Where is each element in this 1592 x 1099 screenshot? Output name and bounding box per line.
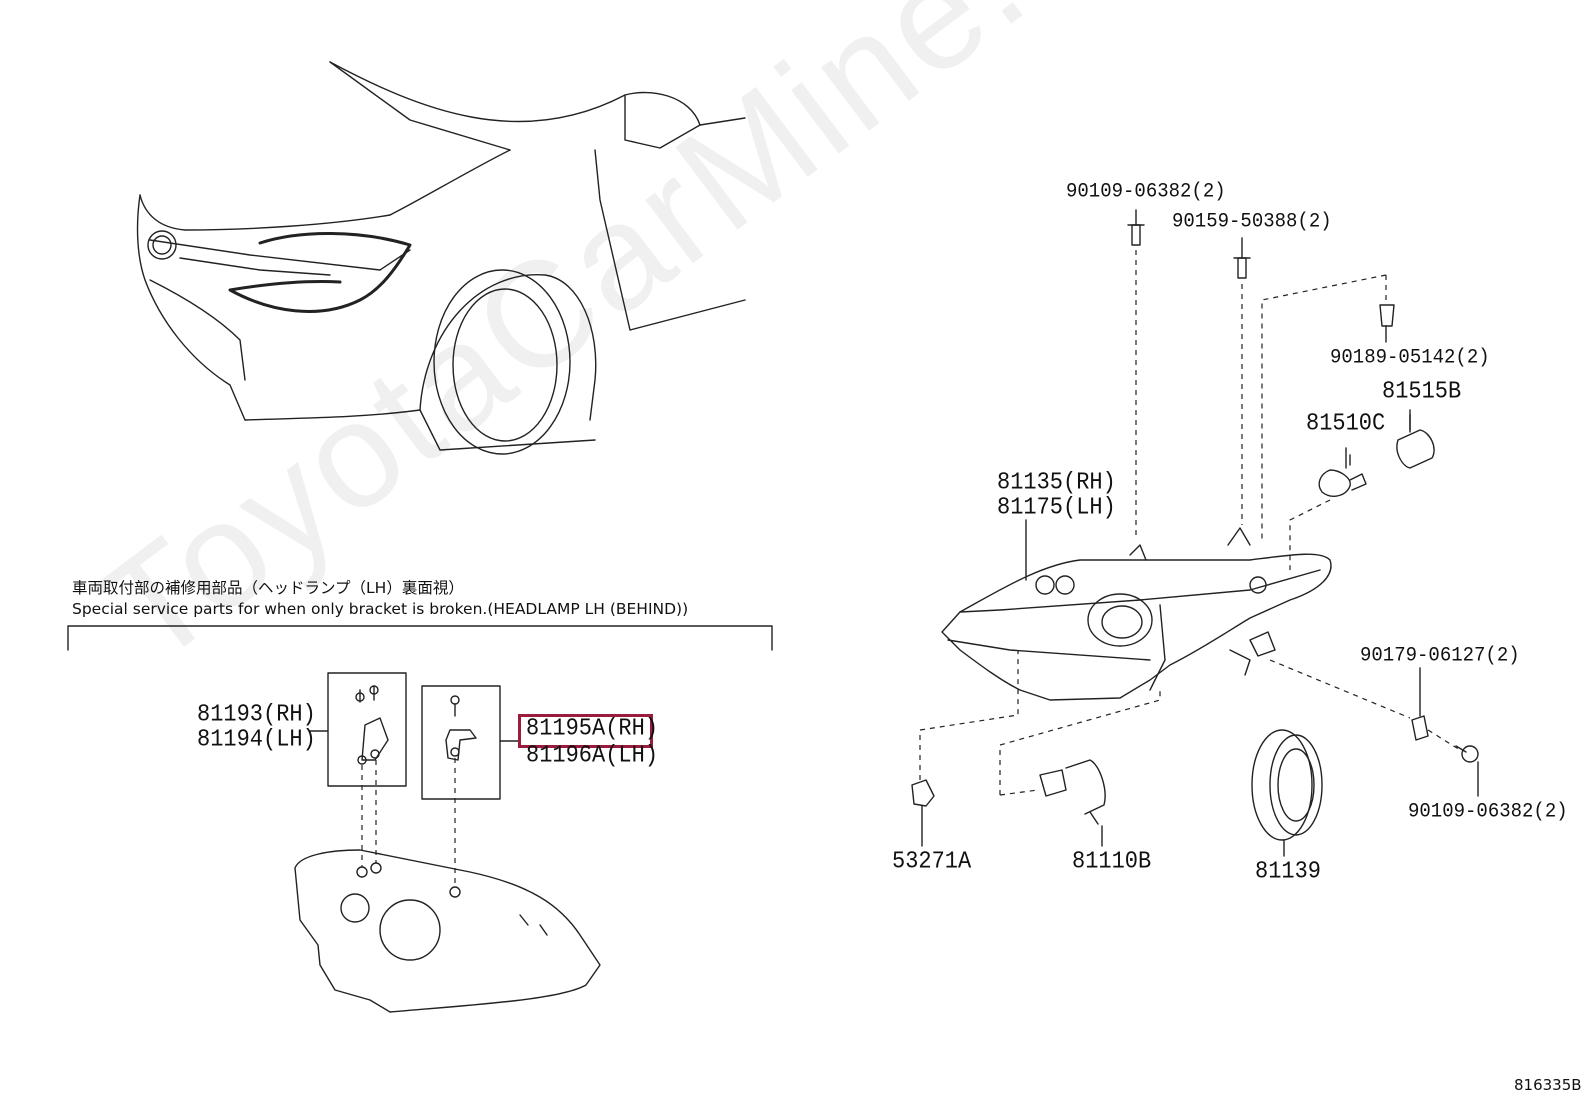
fasteners xyxy=(911,224,1479,841)
label-90179: 90179-06127(2) xyxy=(1360,643,1520,667)
label-81139: 81139 xyxy=(1255,857,1322,885)
leader-lines xyxy=(921,209,1479,857)
label-81194: 81194(LH) xyxy=(197,725,316,753)
diagram-code: 816335B xyxy=(1514,1076,1582,1094)
label-81510c: 81510C xyxy=(1306,409,1386,437)
highlight-box xyxy=(518,714,653,748)
label-90109-top: 90109-06382(2) xyxy=(1066,179,1226,203)
note-english: Special service parts for when only brac… xyxy=(72,600,689,618)
label-81193: 81193(RH) xyxy=(197,700,316,728)
note-japanese: 車両取付部の補修用部品（ヘッドランプ（LH）裏面視） xyxy=(72,579,464,597)
headlamp-assembly-illustration xyxy=(941,527,1332,701)
label-90109-bottom: 90109-06382(2) xyxy=(1408,799,1568,823)
label-81110b: 81110B xyxy=(1072,847,1152,875)
service-parts-frame xyxy=(67,625,773,1013)
label-53271a: 53271A xyxy=(892,847,972,875)
label-81195a: 81195A(RH) xyxy=(526,714,659,742)
label-81515b: 81515B xyxy=(1382,377,1462,405)
label-81135: 81135(RH) xyxy=(997,468,1116,496)
label-81196a: 81196A(LH) xyxy=(526,741,659,769)
car-front-illustration xyxy=(136,61,746,455)
label-81175: 81175(LH) xyxy=(997,493,1116,521)
label-90159: 90159-50388(2) xyxy=(1172,209,1332,233)
label-90189: 90189-05142(2) xyxy=(1330,345,1490,369)
